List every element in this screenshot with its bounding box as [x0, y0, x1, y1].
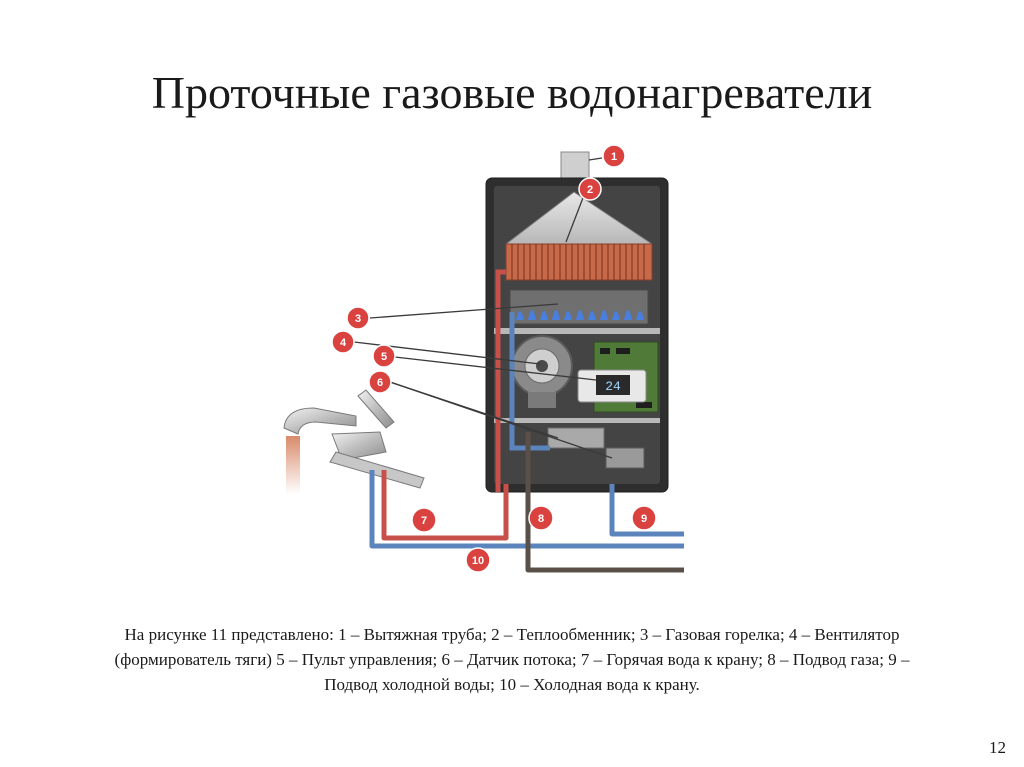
- cold-water-to-tap-pipe: [369, 470, 684, 549]
- upper-shelf: [494, 328, 660, 334]
- gas-inlet-pipe: [525, 484, 684, 573]
- svg-text:1: 1: [611, 151, 617, 163]
- diagram-caption: На рисунке 11 представлено: 1 – Вытяжная…: [114, 625, 910, 694]
- marker-9: 9: [631, 505, 657, 531]
- lower-shelf: [494, 418, 660, 423]
- water-stream: [286, 436, 300, 494]
- control-board: 24: [577, 341, 659, 413]
- water-heater-diagram: 24 1 2 3: [283, 144, 684, 573]
- leader-lines: [353, 157, 613, 459]
- svg-text:10: 10: [472, 555, 484, 567]
- gas-valve: [605, 447, 645, 469]
- svg-text:4: 4: [340, 337, 347, 349]
- marker-8: 8: [528, 505, 554, 531]
- marker-10: 10: [465, 547, 491, 573]
- marker-5: 5: [372, 344, 396, 368]
- svg-text:6: 6: [377, 377, 383, 389]
- marker-1: 1: [602, 144, 626, 168]
- flow-sensor: [547, 427, 605, 449]
- heat-exchanger: [505, 243, 653, 281]
- cold-water-inlet-pipe: [609, 484, 684, 537]
- marker-2: 2: [578, 177, 602, 201]
- svg-text:5: 5: [381, 351, 387, 363]
- svg-text:8: 8: [538, 513, 544, 525]
- marker-6: 6: [368, 370, 392, 394]
- marker-3: 3: [346, 306, 370, 330]
- display-readout: 24: [605, 379, 621, 394]
- gas-burner: [509, 289, 649, 325]
- hot-water-pipe: [381, 470, 509, 541]
- svg-text:9: 9: [641, 513, 647, 525]
- fan: [511, 335, 573, 408]
- slide-title: Проточные газовые водонагреватели: [151, 66, 873, 118]
- svg-text:3: 3: [355, 313, 361, 325]
- svg-text:7: 7: [421, 515, 427, 527]
- external-pipes: [369, 470, 684, 573]
- internal-cold-pipe: [509, 312, 550, 451]
- page-number: 12: [989, 738, 1006, 757]
- svg-text:2: 2: [587, 184, 593, 196]
- marker-4: 4: [331, 330, 355, 354]
- marker-7: 7: [411, 507, 437, 533]
- faucet: [283, 389, 425, 494]
